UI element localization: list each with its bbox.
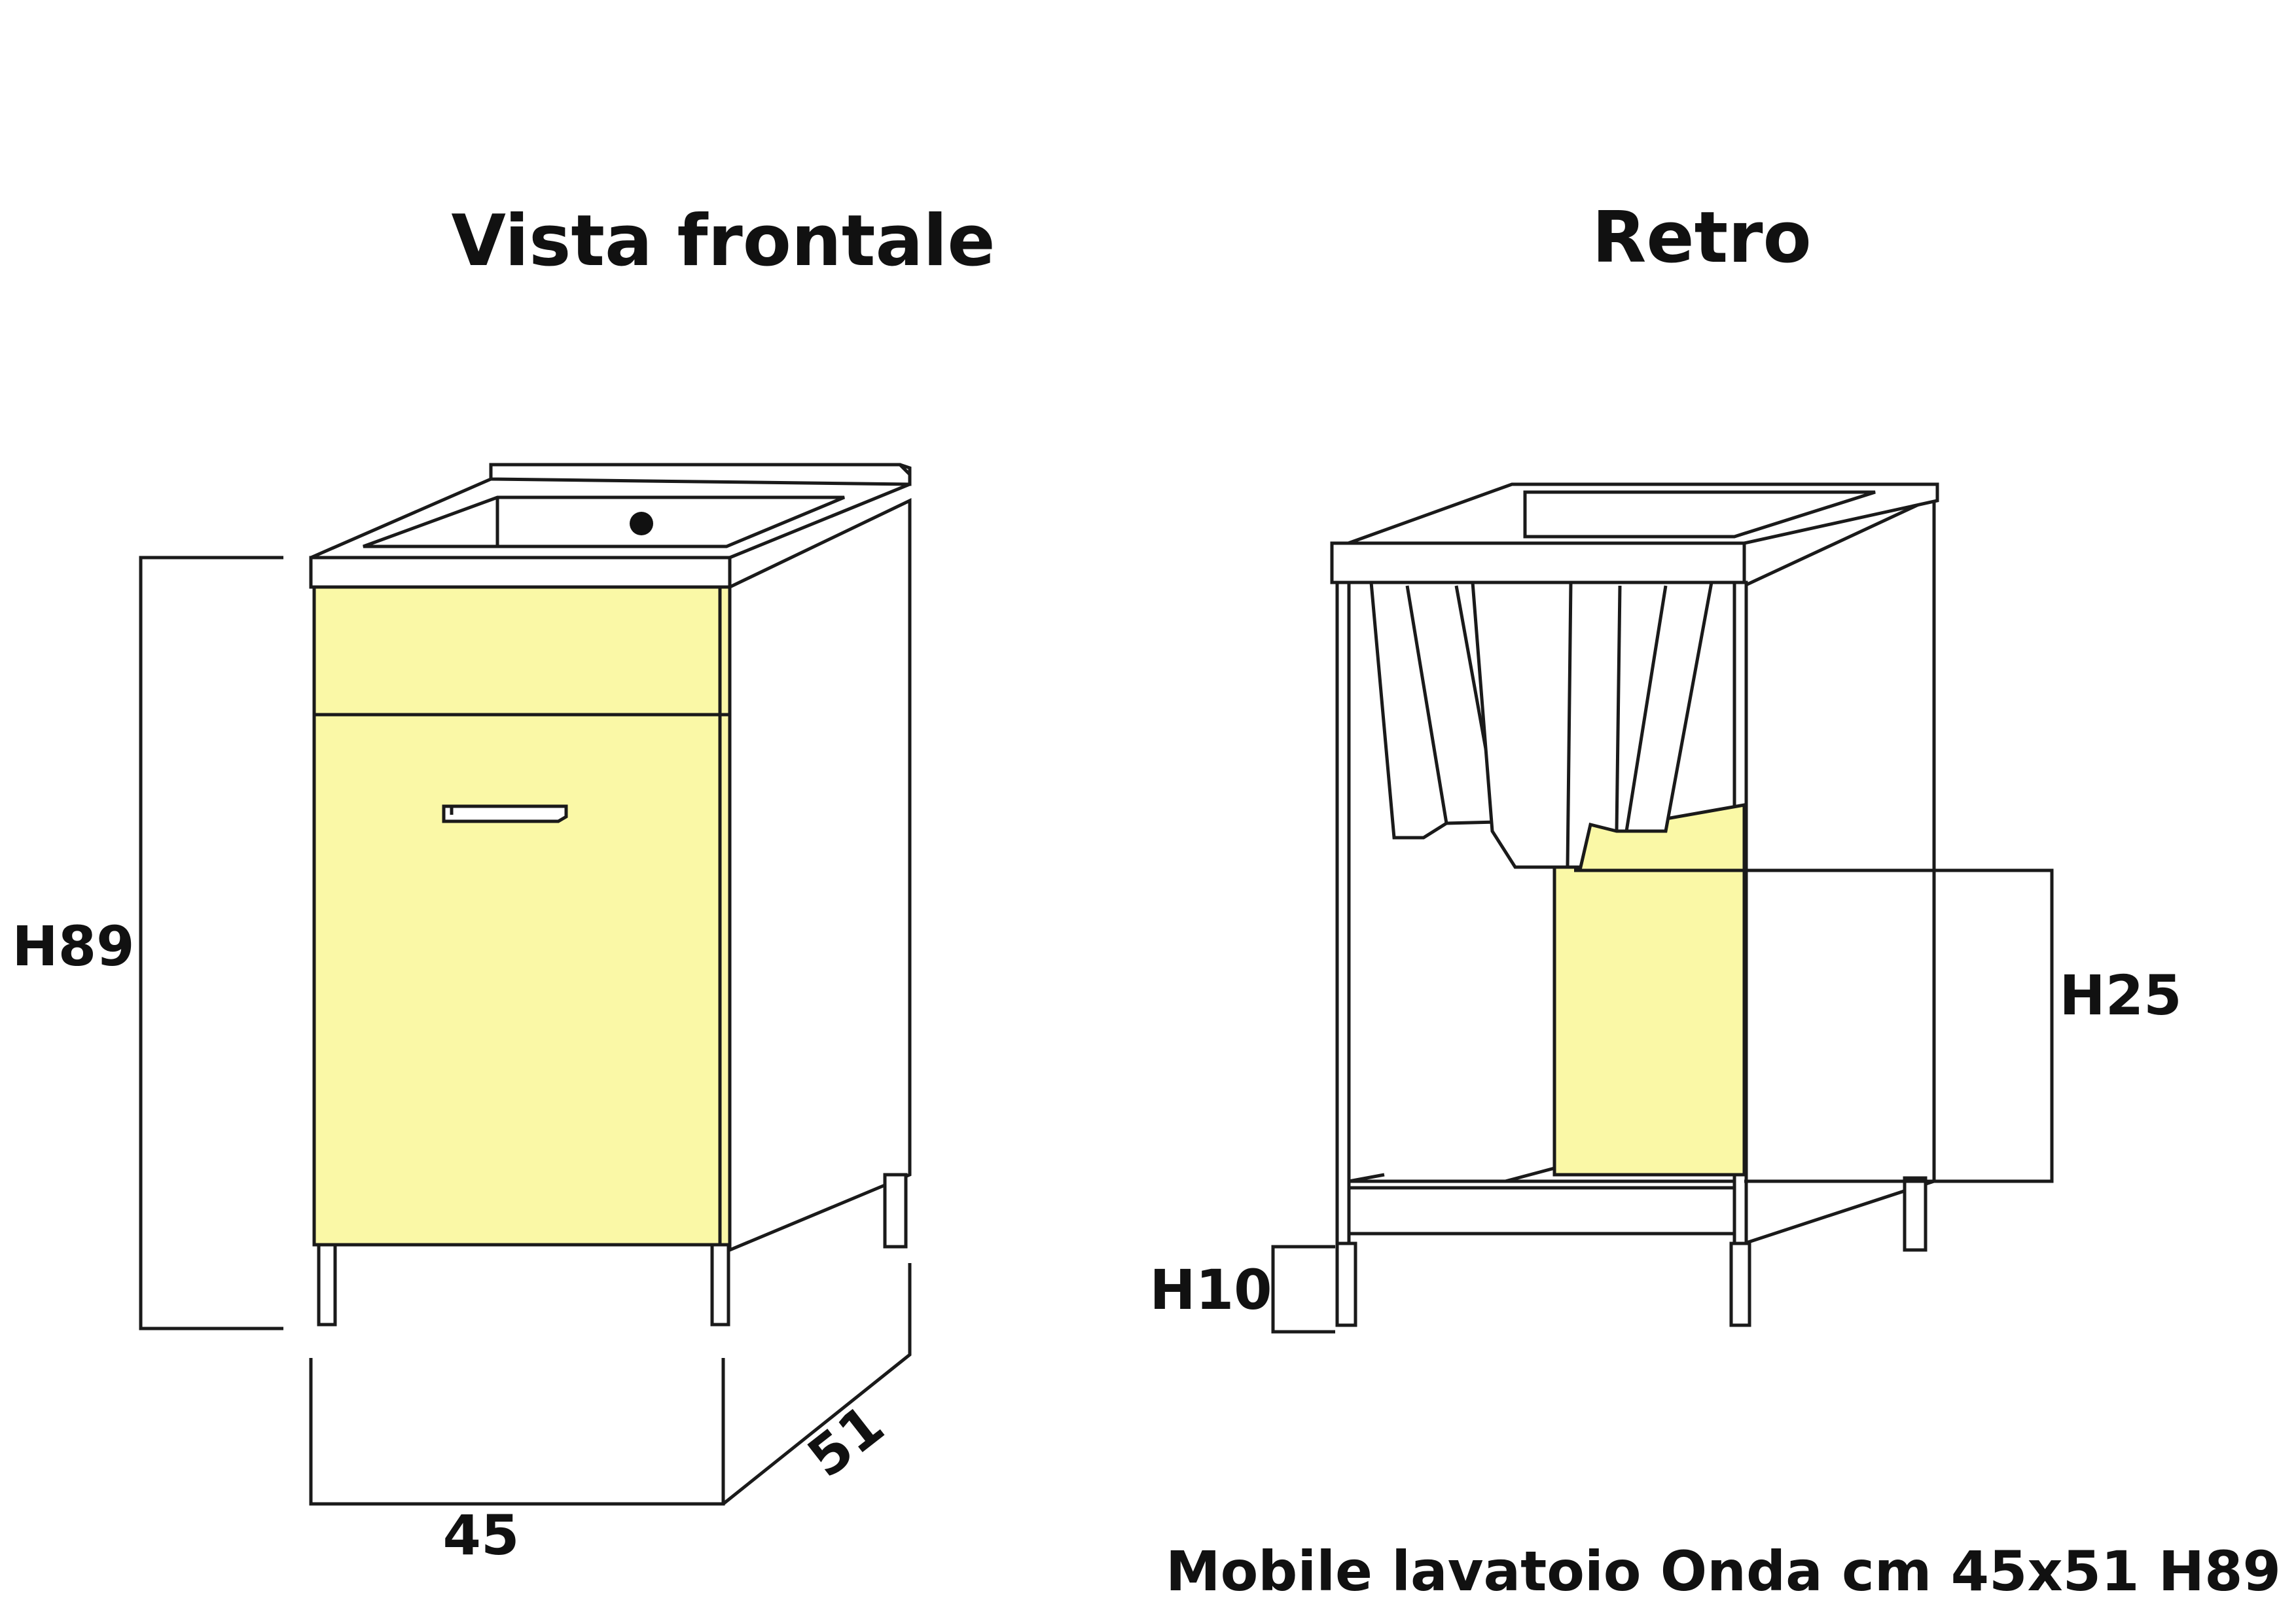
- front-sink-basin: [363, 495, 845, 548]
- front-leg-back: [883, 1173, 908, 1249]
- back-shelf-corner-mid: [1505, 1166, 1555, 1183]
- back-basin-trough-right: [1566, 580, 1714, 869]
- front-leg-right: [710, 1243, 730, 1327]
- front-drawer-panel: [312, 585, 732, 717]
- front-dimension-lines: [139, 556, 912, 1506]
- front-sink-backsplash: [489, 463, 912, 486]
- front-depth-label: 51: [796, 1393, 895, 1490]
- front-door-handle: [442, 804, 568, 823]
- back-basin-rib-1: [1405, 585, 1448, 824]
- back-frame-left: [1335, 580, 1351, 1245]
- back-basin-trough-middle: [1471, 580, 1583, 869]
- back-leg-height-label: H10: [1149, 1258, 1272, 1322]
- front-door-panel: [312, 713, 732, 1247]
- product-caption: Mobile lavatoio Onda cm 45x51 H89: [1166, 1539, 2281, 1603]
- back-shelf-corner-left: [1348, 1173, 1385, 1183]
- back-basin-rib-3: [1615, 585, 1622, 832]
- back-leg-right: [1729, 1241, 1751, 1327]
- back-basin-rib-4: [1624, 585, 1668, 832]
- front-leg-left: [317, 1243, 337, 1327]
- front-view-cabinet: [309, 463, 912, 1327]
- front-sink-top-edge: [309, 556, 732, 589]
- back-height-label: H25: [2059, 963, 2181, 1027]
- back-bottom-shelf: [1347, 1179, 1736, 1236]
- front-view-title: Vista frontale: [451, 200, 995, 282]
- front-faucet-hole: [630, 512, 653, 535]
- back-dimension-lines: [1271, 868, 2054, 1334]
- front-width-label: 45: [443, 1503, 520, 1567]
- back-view-title: Retro: [1592, 197, 1812, 279]
- back-leg-left: [1335, 1241, 1357, 1327]
- back-sink-basin: [1523, 490, 1876, 539]
- back-sink-top-edge: [1330, 541, 1746, 584]
- front-height-label: H89: [12, 914, 134, 978]
- back-leg-back: [1903, 1176, 1928, 1252]
- back-view-cabinet: [1330, 482, 1939, 1327]
- front-cabinet-side-panel: [728, 498, 912, 1253]
